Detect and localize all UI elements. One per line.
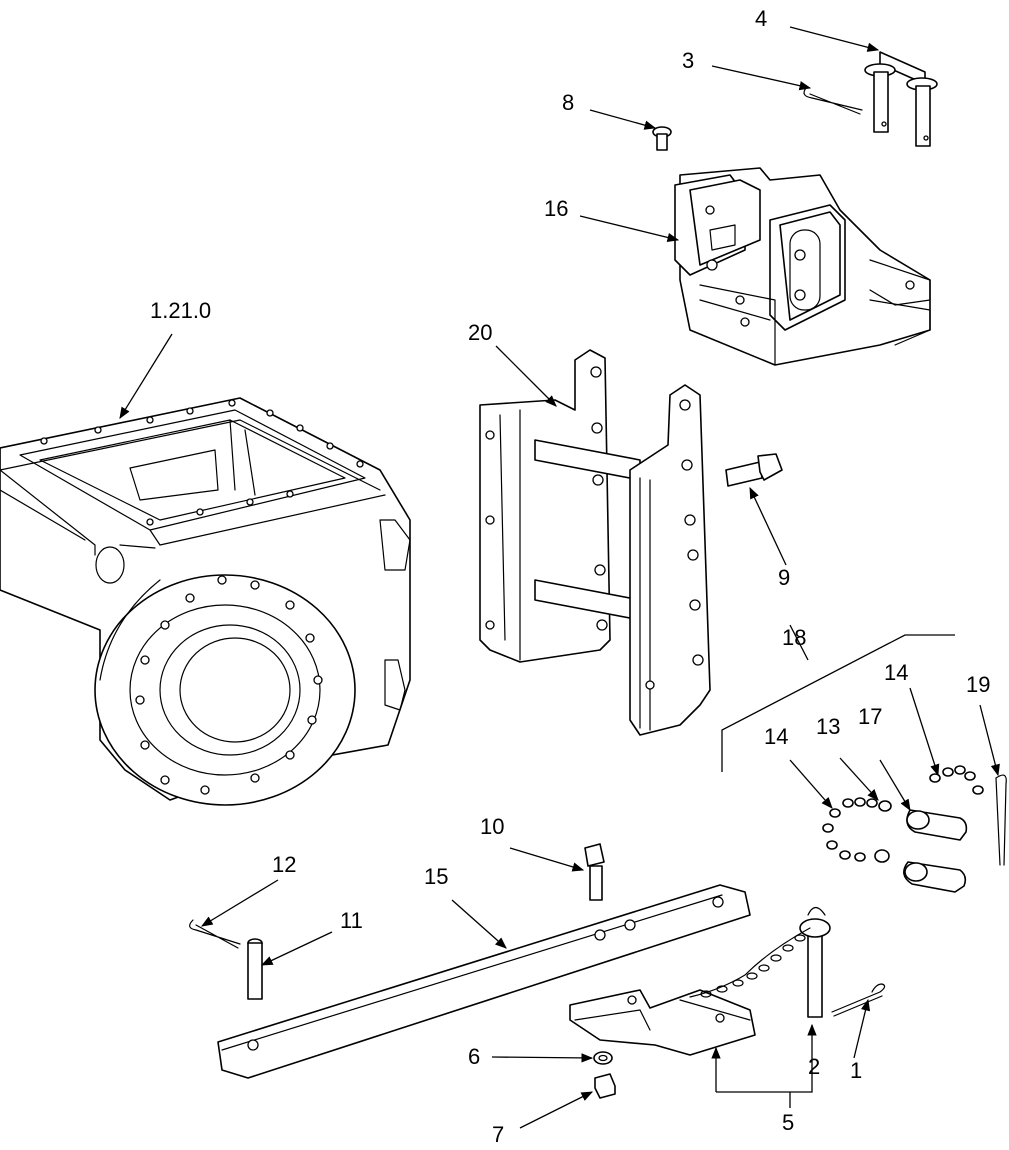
pin-11 bbox=[247, 938, 263, 1000]
chain-14-right bbox=[929, 765, 984, 795]
lock-washer-6 bbox=[593, 1051, 613, 1065]
callout-14-left: 14 bbox=[764, 724, 788, 749]
callout-1: 1 bbox=[850, 1058, 862, 1083]
callout-3: 3 bbox=[682, 48, 694, 73]
callout-14-right: 14 bbox=[884, 660, 908, 685]
housing-bolt-holes bbox=[40, 399, 364, 795]
drawbar bbox=[217, 884, 751, 1079]
callout-20: 20 bbox=[468, 320, 492, 345]
rivet-8 bbox=[652, 126, 672, 151]
callout-4: 4 bbox=[755, 6, 767, 31]
callout-8: 8 bbox=[562, 90, 574, 115]
callout-13: 13 bbox=[816, 714, 840, 739]
callout-16: 16 bbox=[544, 196, 568, 221]
callout-18: 18 bbox=[782, 625, 806, 650]
chain-links bbox=[700, 934, 806, 998]
callout-1-21-0: 1.21.0 bbox=[150, 298, 211, 323]
chain-14-left bbox=[822, 797, 892, 863]
linch-pin-1 bbox=[831, 983, 886, 1017]
spring-clip-3 bbox=[803, 87, 863, 115]
callout-15: 15 bbox=[424, 864, 448, 889]
callout-9: 9 bbox=[778, 565, 790, 590]
clevis bbox=[569, 989, 756, 1056]
nut-7 bbox=[594, 1073, 616, 1099]
callout-7: 7 bbox=[492, 1122, 504, 1147]
double-pin-4 bbox=[864, 51, 938, 147]
callout-6: 6 bbox=[468, 1044, 480, 1069]
clevis-17 bbox=[903, 809, 968, 893]
hitch-pin-with-chain bbox=[689, 906, 831, 1018]
callout-labels: 4 3 8 16 1.21.0 20 9 18 14 19 14 13 17 1… bbox=[150, 6, 990, 1147]
rear-axle-housing bbox=[0, 397, 411, 806]
leader-lines bbox=[119, 26, 1000, 1129]
callout-12: 12 bbox=[272, 852, 296, 877]
callout-19: 19 bbox=[966, 672, 990, 697]
chain-kit bbox=[721, 634, 1007, 893]
callout-11: 11 bbox=[340, 908, 363, 933]
callout-17: 17 bbox=[858, 704, 882, 729]
callout-5: 5 bbox=[782, 1110, 794, 1135]
drawbar-hanger bbox=[479, 349, 711, 736]
clip-12 bbox=[189, 919, 241, 949]
spring-pin-19 bbox=[995, 774, 1007, 866]
bolt-10 bbox=[584, 843, 605, 901]
bolt-9 bbox=[725, 453, 783, 487]
callout-2: 2 bbox=[808, 1054, 820, 1079]
hitch-bracket bbox=[674, 167, 931, 366]
callout-10: 10 bbox=[480, 814, 504, 839]
